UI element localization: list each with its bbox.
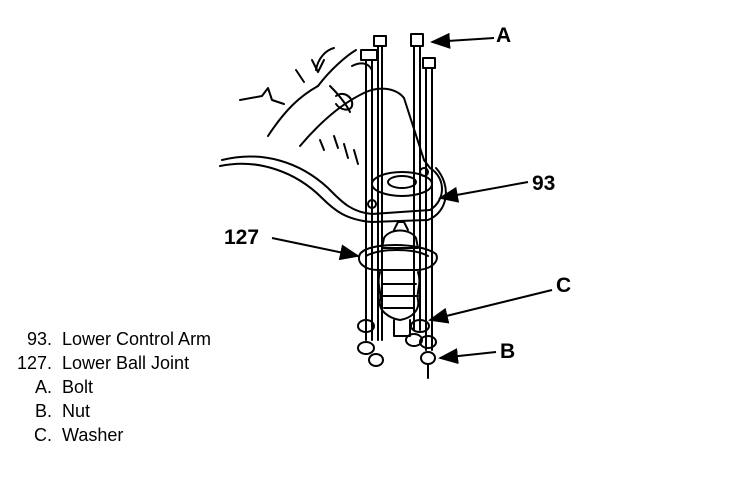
legend-number: B. xyxy=(34,401,52,421)
leader-127 xyxy=(271,237,360,261)
legend-number: C. xyxy=(34,425,52,445)
legend-label: Bolt xyxy=(62,377,94,397)
nut-washer-drawing xyxy=(357,319,437,379)
legend-label: Lower Control Arm xyxy=(62,329,212,349)
legend-item: A. Bolt xyxy=(0,376,93,398)
legend-item: B. Nut xyxy=(0,400,90,422)
leader-c xyxy=(428,289,553,324)
legend-label: Lower Ball Joint xyxy=(62,353,190,373)
leader-b xyxy=(438,348,497,365)
callout-93: 93 xyxy=(532,172,555,195)
lower-ball-joint-drawing xyxy=(358,221,438,337)
legend-label: Nut xyxy=(62,401,91,421)
callout-c: C xyxy=(556,274,571,297)
legend-number: A. xyxy=(34,377,52,397)
legend-item: 127. Lower Ball Joint xyxy=(0,352,189,374)
legend-label: Washer xyxy=(62,425,124,445)
callout-a: A xyxy=(496,24,511,47)
leader-a xyxy=(430,32,495,49)
legend-item: 93. Lower Control Arm xyxy=(0,328,211,350)
lower-control-arm-drawing xyxy=(219,47,447,223)
legend-item: C. Washer xyxy=(0,424,123,446)
callout-127: 127 xyxy=(224,226,259,249)
legend-number: 93. xyxy=(26,329,52,349)
callout-b: B xyxy=(500,340,515,363)
legend-number: 127. xyxy=(16,353,52,373)
leader-93 xyxy=(438,181,529,203)
